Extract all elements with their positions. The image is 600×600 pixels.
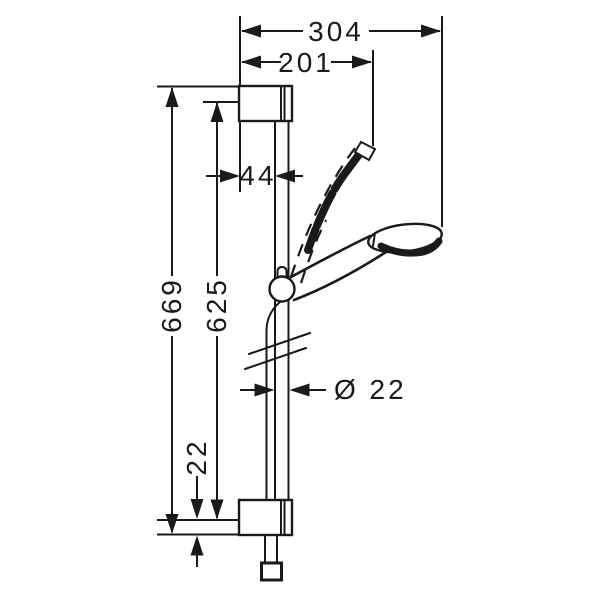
arrowhead — [190, 535, 204, 556]
arrowhead — [210, 102, 224, 122]
dim-label-44: 44 — [239, 160, 276, 191]
hand-shower-upright-dashed — [289, 140, 377, 284]
dim-label-625: 625 — [201, 277, 232, 333]
slide-bar — [274, 121, 290, 500]
slider-clamp-lever — [276, 265, 288, 280]
dim-625: 625 — [201, 102, 232, 520]
arrowhead — [241, 24, 261, 38]
dim-diameter-22: Ø 22 — [240, 374, 407, 405]
slider-holder — [268, 265, 296, 303]
dim-201: 201 — [241, 47, 372, 78]
product-geometry — [237, 84, 443, 582]
upright-spray-face-shading — [304, 147, 366, 254]
hand-shower — [289, 222, 443, 302]
arrowhead — [421, 24, 441, 38]
dimension-annotations: 304 201 44 669 — [156, 16, 443, 567]
dim-669: 669 — [156, 87, 187, 534]
arrowhead — [241, 55, 261, 69]
dim-22-bottom: 22 — [181, 438, 212, 567]
head-joint-line — [372, 232, 376, 247]
dim-label-diameter: Ø 22 — [334, 374, 407, 405]
arrowhead — [165, 514, 179, 534]
arrowhead — [165, 87, 179, 107]
arrowhead — [352, 55, 372, 69]
wall-bracket-top — [237, 84, 294, 123]
arrowhead — [190, 499, 204, 519]
dim-label-22: 22 — [181, 438, 212, 475]
dim-label-304: 304 — [308, 16, 364, 47]
shower-hose — [260, 301, 283, 582]
arrowhead — [275, 169, 295, 183]
arrowhead — [210, 499, 224, 520]
extension-lines — [157, 16, 443, 536]
dim-label-201: 201 — [278, 47, 334, 78]
dim-304: 304 — [241, 16, 441, 47]
arrowhead — [254, 383, 275, 397]
dim-44: 44 — [206, 160, 303, 191]
upright-head-top — [353, 140, 377, 162]
hand-shower-handle-bottom — [292, 250, 388, 302]
spray-face-shading — [377, 237, 443, 257]
wall-bracket-bottom — [237, 498, 294, 537]
arrowhead — [220, 169, 240, 183]
hand-shower-handle-top — [289, 234, 372, 279]
break-symbol — [244, 332, 311, 370]
slider-ring — [268, 275, 296, 303]
hose-nut — [260, 561, 283, 582]
arrowhead — [289, 383, 310, 397]
dim-label-669: 669 — [156, 277, 187, 333]
